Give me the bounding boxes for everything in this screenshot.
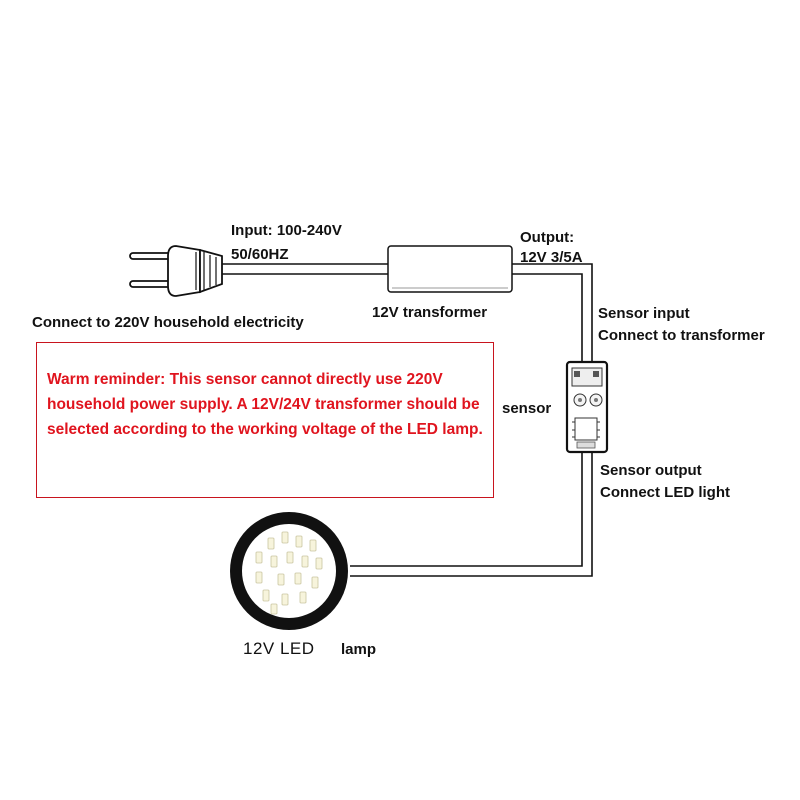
wires: [222, 263, 593, 577]
lamp-caption: 12V LED: [243, 639, 315, 658]
wire-transformer-to-sensor: [512, 263, 593, 362]
sensor-caption: sensor: [502, 400, 552, 417]
output-spec-line1: Output:: [520, 229, 575, 246]
wire-plug-to-transformer: [222, 263, 388, 275]
led-lamp-icon: [230, 512, 348, 630]
plug-icon: [129, 245, 223, 297]
output-spec-line2: 12V 3/5A: [520, 249, 583, 266]
sensor-input-line2: Connect to transformer: [598, 327, 765, 344]
warning-box: Warm reminder: This sensor cannot direct…: [36, 342, 494, 498]
transformer-icon: [387, 245, 513, 293]
sensor-module-icon: [565, 360, 609, 454]
transformer-caption: 12V transformer: [372, 304, 488, 321]
input-spec-line1: Input: 100-240V: [231, 222, 342, 239]
warning-text: Warm reminder: This sensor cannot direct…: [47, 371, 483, 438]
plug-caption: Connect to 220V household electricity: [32, 314, 304, 331]
sensor-output-line1: Sensor output: [600, 462, 702, 479]
sensor-output-line2: Connect LED light: [600, 484, 730, 501]
sensor-input-line1: Sensor input: [598, 305, 690, 322]
wire-sensor-to-lamp: [350, 452, 593, 577]
lamp-caption-2: lamp: [341, 641, 377, 658]
input-spec-line2: 50/60HZ: [231, 246, 289, 263]
